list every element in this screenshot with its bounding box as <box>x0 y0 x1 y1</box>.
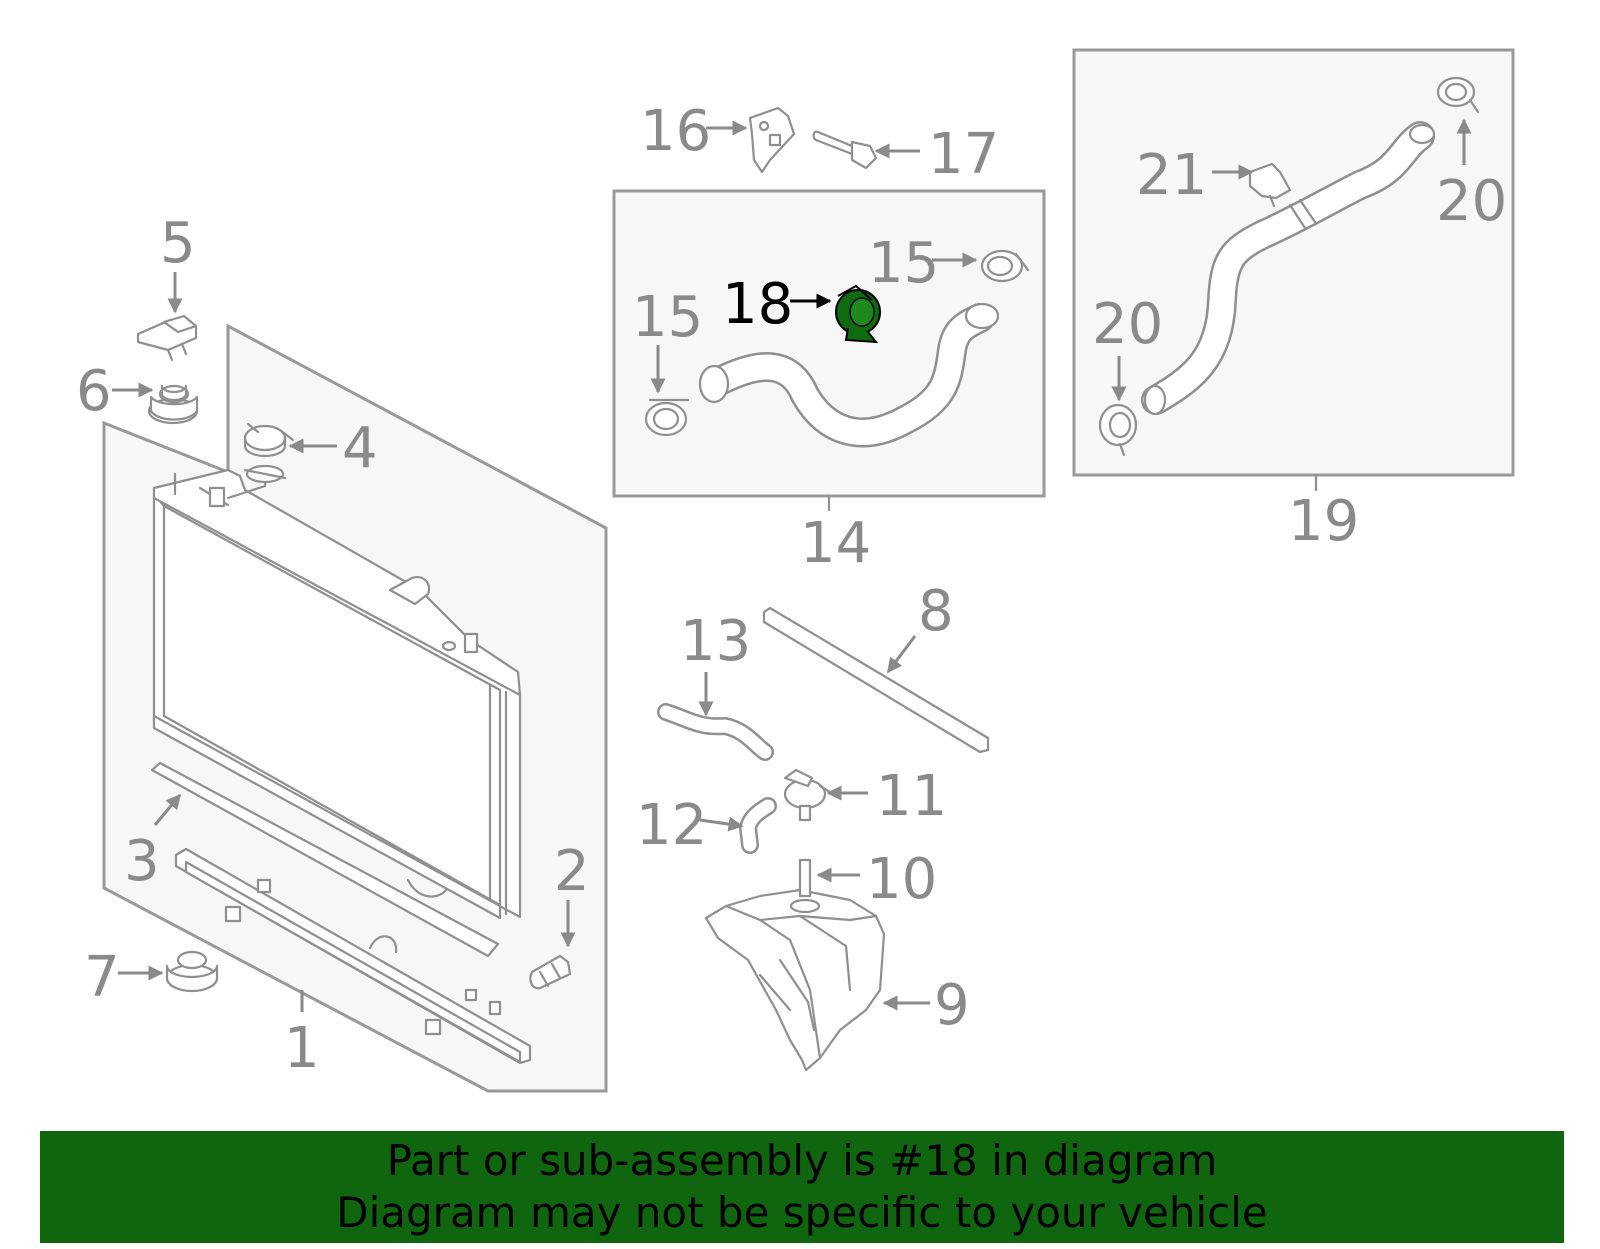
fitting-11 <box>783 768 832 822</box>
lower-bracket <box>174 847 532 1065</box>
callout-10: 10 <box>866 847 937 912</box>
callout-3: 3 <box>124 829 160 894</box>
bracket-16 <box>748 106 796 174</box>
callout-16: 16 <box>640 99 711 164</box>
hose-clamp-20-top <box>1436 76 1480 114</box>
callout-6: 6 <box>76 359 112 424</box>
hose-kit-panel-14 <box>612 189 1046 498</box>
clip-21 <box>1248 162 1292 208</box>
grommet-6 <box>147 384 199 425</box>
hose-clamp-20-bottom <box>1098 403 1138 457</box>
seal-3 <box>150 761 500 958</box>
callout-18-highlighted: 18 <box>722 272 793 337</box>
callout-arrows <box>112 118 1472 1012</box>
radiator <box>152 464 522 920</box>
callout-8: 8 <box>918 579 954 644</box>
drain-plug-2 <box>529 954 572 990</box>
bolt-17 <box>812 130 878 170</box>
callout-21: 21 <box>1136 143 1207 208</box>
seal-strip-8 <box>762 606 990 754</box>
callout-7: 7 <box>84 945 120 1010</box>
radiator-cap-4 <box>243 422 295 458</box>
hose-12 <box>739 797 777 854</box>
callout-1: 1 <box>284 1016 320 1081</box>
callout-12: 12 <box>636 793 707 858</box>
callout-15-left: 15 <box>632 285 703 350</box>
callout-15-right: 15 <box>868 231 939 296</box>
callout-19: 19 <box>1288 489 1359 554</box>
callout-13: 13 <box>680 609 751 674</box>
banner-line-1: Part or sub-assembly is #18 in diagram <box>386 1136 1218 1185</box>
info-banner: Part or sub-assembly is #18 in diagram D… <box>40 1131 1564 1243</box>
clip-5 <box>136 314 198 362</box>
callout-14: 14 <box>800 511 871 576</box>
callout-2: 2 <box>554 839 590 904</box>
callout-17: 17 <box>928 122 999 187</box>
callout-4: 4 <box>342 416 378 481</box>
hose-clamp-18-highlighted <box>835 284 881 344</box>
coolant-reservoir-9 <box>704 888 886 1072</box>
callout-labels: 5 6 4 3 1 2 7 8 9 10 11 12 13 14 15 15 1… <box>76 99 1507 1081</box>
reservoir-cap-10 <box>789 858 821 914</box>
hose-kit-panel-19 <box>1072 48 1515 477</box>
lower-radiator-hose <box>1141 121 1436 416</box>
callout-5: 5 <box>160 211 196 276</box>
upper-radiator-hose <box>698 302 1000 448</box>
hose-clamp-15-right <box>980 249 1030 283</box>
callout-9: 9 <box>934 973 970 1038</box>
overflow-hose-13 <box>657 703 774 761</box>
banner-line-2: Diagram may not be specific to your vehi… <box>336 1188 1268 1237</box>
callout-20-right: 20 <box>1436 169 1507 234</box>
callout-11: 11 <box>876 764 947 829</box>
callout-20-left: 20 <box>1092 292 1163 357</box>
grommet-7 <box>165 950 219 993</box>
hose-clamp-15-left <box>644 398 690 437</box>
